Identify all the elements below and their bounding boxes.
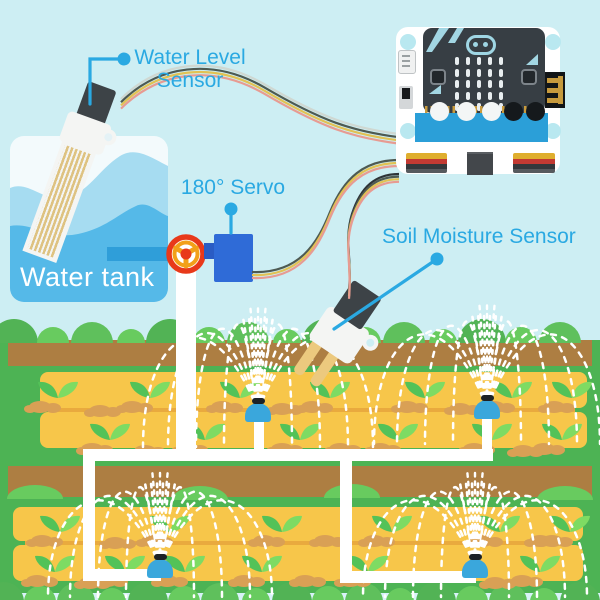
button-b xyxy=(521,69,537,85)
button-a xyxy=(430,69,446,85)
water-tank-label: Water tank xyxy=(20,262,155,292)
branch-pipe xyxy=(83,449,95,581)
branch-pipe xyxy=(340,449,352,583)
planting-bed xyxy=(13,507,583,541)
mounting-hole-icon xyxy=(545,34,561,50)
tank-outlet-pipe xyxy=(107,247,186,261)
led xyxy=(466,80,470,88)
sprinkler xyxy=(474,400,500,419)
main-pipe-vertical xyxy=(176,240,196,461)
led xyxy=(499,91,503,100)
led xyxy=(455,68,459,77)
led xyxy=(477,57,481,65)
sprinkler-riser xyxy=(482,410,492,454)
edge-connector-ring xyxy=(503,102,523,121)
usb-connector-icon xyxy=(398,50,416,74)
led xyxy=(488,57,492,65)
terminal-block xyxy=(467,152,493,175)
tank-water xyxy=(10,152,168,302)
sprinkler-riser xyxy=(254,412,264,454)
branch-pipe xyxy=(340,571,476,583)
led xyxy=(488,80,492,88)
led xyxy=(466,91,470,100)
led xyxy=(499,80,503,88)
led xyxy=(488,91,492,100)
bottom-water-strip xyxy=(0,593,600,600)
valve-wheel-icon xyxy=(166,234,206,274)
soil-moisture-sensor-label: Soil Moisture Sensor xyxy=(382,225,576,248)
sprinkler-cap xyxy=(153,554,167,560)
sensor-probe xyxy=(22,137,98,263)
servo-label: 180° Servo xyxy=(180,176,286,199)
soil-band-bottom xyxy=(8,466,592,497)
side-connector-icon xyxy=(545,72,565,108)
microbit-logo-icon xyxy=(466,35,496,55)
sprinkler-cap xyxy=(251,398,265,404)
sprinkler xyxy=(147,559,173,578)
water-tank: Water tank xyxy=(10,136,168,302)
microbit-breakout-board xyxy=(396,27,565,175)
led xyxy=(477,91,481,100)
mounting-hole-icon xyxy=(545,123,561,139)
led xyxy=(499,68,503,77)
terminal-block xyxy=(406,153,447,173)
servo-mount xyxy=(204,243,214,259)
mounting-hole-icon xyxy=(400,123,416,139)
led xyxy=(455,57,459,65)
led xyxy=(455,91,459,100)
led xyxy=(466,68,470,77)
edge-connector-ring xyxy=(525,102,545,121)
led xyxy=(466,57,470,65)
servo xyxy=(214,234,253,282)
edge-connector-ring xyxy=(429,102,449,121)
led xyxy=(455,80,459,88)
sprinkler xyxy=(462,559,488,578)
terminal-block xyxy=(513,153,555,173)
led xyxy=(477,80,481,88)
branch-pipe xyxy=(83,569,161,581)
led xyxy=(488,68,492,77)
microbit-decorations xyxy=(426,28,538,94)
edge-connector-ring xyxy=(456,102,476,121)
water-level-sensor-label: Water Level Sensor xyxy=(134,46,246,92)
edge-connector-ring xyxy=(481,102,501,121)
sprinkler-cap xyxy=(480,395,494,401)
led xyxy=(499,57,503,65)
sprinkler xyxy=(245,403,271,422)
mounting-hole-icon xyxy=(400,34,416,50)
power-switch xyxy=(399,86,413,109)
sprinkler-cap xyxy=(468,554,482,560)
main-pipe-horizontal xyxy=(83,449,493,461)
led xyxy=(477,68,481,77)
microbit xyxy=(423,28,545,121)
